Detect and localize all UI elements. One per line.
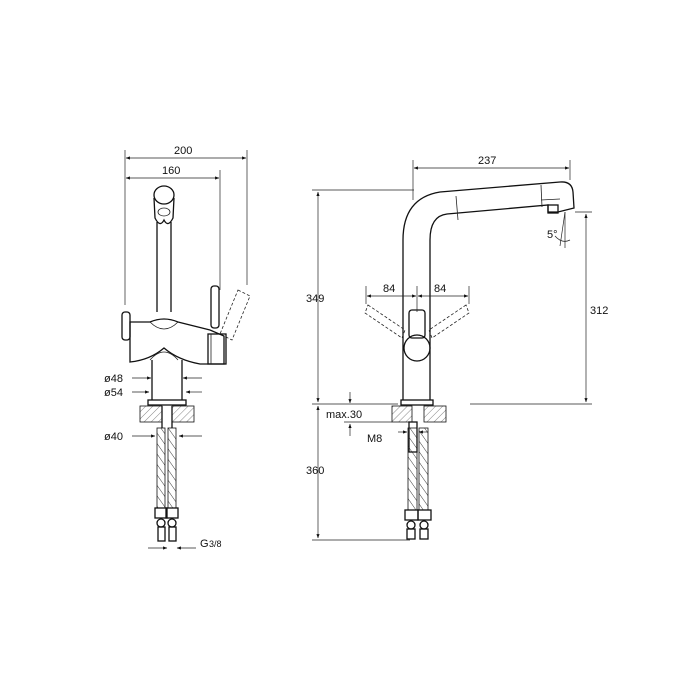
dimension-diameters: ø48 ø54 bbox=[104, 373, 202, 399]
dimension-counter-thickness: max.30 bbox=[326, 392, 392, 436]
label-counter-thickness: max.30 bbox=[326, 409, 362, 421]
side-counter bbox=[391, 405, 447, 423]
label-diameter-flange: ø54 bbox=[104, 387, 123, 399]
label-width-handles: 160 bbox=[162, 165, 180, 177]
dimension-hole: ø40 bbox=[104, 431, 202, 443]
side-hoses bbox=[404, 427, 432, 540]
front-view: 200 160 bbox=[104, 145, 251, 550]
dimension-spout-reach: 237 bbox=[412, 155, 571, 200]
label-diameter-hole: ø40 bbox=[104, 431, 123, 443]
label-thread-fraction: 3/8 bbox=[209, 539, 222, 549]
side-spout bbox=[402, 181, 575, 352]
label-total-height: 349 bbox=[306, 293, 324, 305]
front-hoses bbox=[154, 427, 179, 542]
front-right-lever bbox=[210, 285, 251, 341]
side-handles bbox=[364, 304, 470, 362]
label-spout-height: 312 bbox=[590, 305, 608, 317]
dimension-thread: G 3/8 bbox=[148, 538, 222, 550]
dimension-hose-length: 360 bbox=[306, 405, 410, 541]
front-counter bbox=[139, 399, 195, 428]
front-body bbox=[129, 318, 227, 400]
spray-angle: 5° bbox=[547, 211, 571, 248]
label-spray-angle: 5° bbox=[547, 229, 558, 241]
label-hose-length: 360 bbox=[306, 465, 324, 477]
front-left-lever bbox=[121, 311, 131, 341]
label-handle-left: 84 bbox=[383, 283, 395, 295]
front-spout bbox=[153, 185, 175, 312]
label-thread: G bbox=[200, 538, 209, 550]
label-stud-thread: M8 bbox=[367, 433, 382, 445]
side-view: 237 5° bbox=[306, 155, 608, 541]
label-handle-right: 84 bbox=[434, 283, 446, 295]
dimension-width-overall: 200 bbox=[124, 145, 248, 305]
dimension-total-height: 349 bbox=[306, 189, 414, 405]
label-spout-reach: 237 bbox=[478, 155, 496, 167]
label-diameter-body: ø48 bbox=[104, 373, 123, 385]
side-body bbox=[400, 352, 434, 406]
dimension-width-handles: 160 bbox=[125, 165, 221, 290]
dimension-handle-offsets: 84 84 bbox=[365, 283, 470, 312]
dimension-spout-height: 312 bbox=[470, 211, 608, 405]
label-width-overall: 200 bbox=[174, 145, 192, 157]
